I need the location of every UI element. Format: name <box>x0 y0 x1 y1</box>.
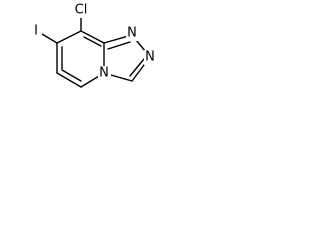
molecule-structure: Cl I N N N <box>30 3 157 88</box>
bond-c8-c8a <box>80 30 105 44</box>
nitrogen-right-atom-label: N <box>145 50 155 65</box>
bond-c7-i <box>41 33 58 44</box>
bond-c7-c8 <box>56 30 82 44</box>
bond-c8-c8a-double <box>83 36 102 47</box>
nitrogen-bridge-atom-label: N <box>99 66 109 81</box>
bond-c5-c6-double <box>61 69 82 82</box>
iodine-atom-label: I <box>34 24 38 39</box>
bond-c5-c6 <box>56 72 82 88</box>
bond-c8a-n1-double <box>107 41 131 50</box>
nitrogen-top-atom-label: N <box>127 26 137 41</box>
chlorine-atom-label: Cl <box>75 3 88 18</box>
bond-n2-c3-double <box>129 58 145 77</box>
